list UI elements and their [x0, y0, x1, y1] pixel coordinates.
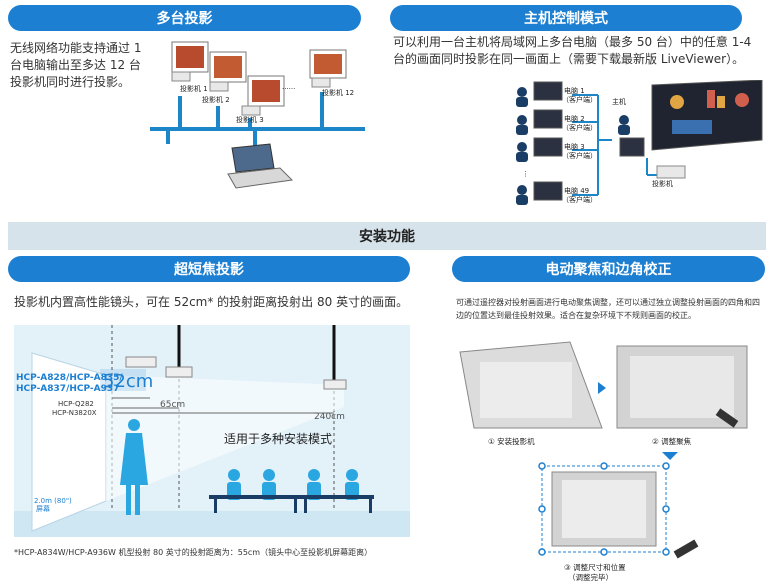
step-3-sublabel: （调整完毕）	[568, 572, 613, 582]
host-control-description: 可以利用一台主机将局域网上多台电脑（最多 50 台）中的任意 1-4 台的画面同…	[393, 35, 752, 66]
client-name-3: 电脑 3	[564, 142, 585, 151]
model-group-3: HCP-N3820X	[52, 409, 97, 417]
host-control-title: 主机控制模式	[524, 11, 608, 27]
projector-label-12: 投影机 12	[322, 88, 354, 97]
focus-keystone-title: 电动聚焦和边角校正	[545, 262, 672, 278]
host-label: 主机	[612, 97, 626, 106]
step-1-label: ① 安装投影机	[488, 436, 535, 446]
focus-keystone-diagram: ① 安装投影机 ② 调整聚焦 ③ 调整尺寸和位置 （调整完毕）	[459, 341, 748, 582]
projector-label-2: 投影机 2	[202, 95, 230, 104]
ultra-short-diagram: 52cm 65cm 240cm HCP-A828/HCP-A835/ HCP-A…	[14, 325, 410, 537]
projected-screens	[171, 41, 347, 107]
ultra-short-title: 超短焦投影	[174, 262, 244, 278]
projector-dots: ······	[282, 85, 295, 93]
laptop-icon	[227, 143, 294, 189]
dist-65-label: 65cm	[160, 400, 185, 410]
client-role-3: （客户端）	[562, 151, 597, 160]
ultra-short-header: 超短焦投影	[8, 256, 410, 282]
model-group-1a: HCP-A828/HCP-A835/	[16, 373, 123, 383]
multi-projection-description: 无线网络功能支持通过 1 台电脑输出至多达 12 台投影机同时进行投影。	[10, 41, 142, 89]
ultra-short-footnote: *HCP-A834W/HCP-A936W 机型投射 80 英寸的投射距离为：55…	[14, 548, 373, 557]
dist-52-label: 52cm	[103, 371, 153, 392]
client-ellipsis: ⋮	[522, 170, 529, 178]
ultra-short-description: 投影机内置高性能镜头，可在 52cm* 的投射距离投射出 80 英寸的画面。	[14, 295, 409, 309]
step-3-label: ③ 调整尺寸和位置	[564, 562, 626, 572]
host-projector-label: 投影机	[652, 179, 673, 188]
projector-label-3: 投影机 3	[236, 115, 264, 124]
projector-label-1: 投影机 1	[180, 84, 208, 93]
model-group-2: HCP-Q282	[58, 400, 94, 408]
focus-keystone-header: 电动聚焦和边角校正	[452, 256, 765, 282]
install-section-title: 安装功能	[359, 229, 415, 245]
client-role-2: （客户端）	[562, 123, 597, 132]
step-2-label: ② 调整聚焦	[652, 436, 692, 446]
client-name-2: 电脑 2	[564, 114, 585, 123]
host-control-header: 主机控制模式	[390, 5, 742, 31]
dist-240-label: 240cm	[314, 412, 345, 422]
multi-projection-diagram: 投影机 1 投影机 2 投影机 3 投影机 12 ······	[150, 41, 365, 189]
screen-size-label: 2.0m (80")	[34, 497, 72, 505]
teacher-figure	[120, 419, 148, 515]
multi-projection-title: 多台投影	[156, 11, 213, 27]
install-section-bar: 安装功能	[8, 222, 766, 250]
screen-label: 屏幕	[36, 504, 50, 513]
focus-keystone-description: 可通过遥控器对投射画面进行电动聚焦调整，还可以通过独立调整投射画面的四角和四边的…	[456, 298, 760, 320]
client-name-1: 电脑 1	[564, 86, 585, 95]
model-group-1b: HCP-A837/HCP-A937	[16, 384, 119, 394]
host-control-diagram: ⋮ 电脑 1 （客户端） 电脑 2 （客户端） 电脑 3 （客户端） 电脑 49…	[516, 80, 763, 205]
multi-projection-header: 多台投影	[8, 5, 361, 31]
client-role-1: （客户端）	[562, 95, 597, 104]
client-role-49: （客户端）	[562, 195, 597, 204]
client-name-49: 电脑 49	[564, 186, 589, 195]
install-modes-label: 适用于多种安装模式	[224, 431, 332, 446]
